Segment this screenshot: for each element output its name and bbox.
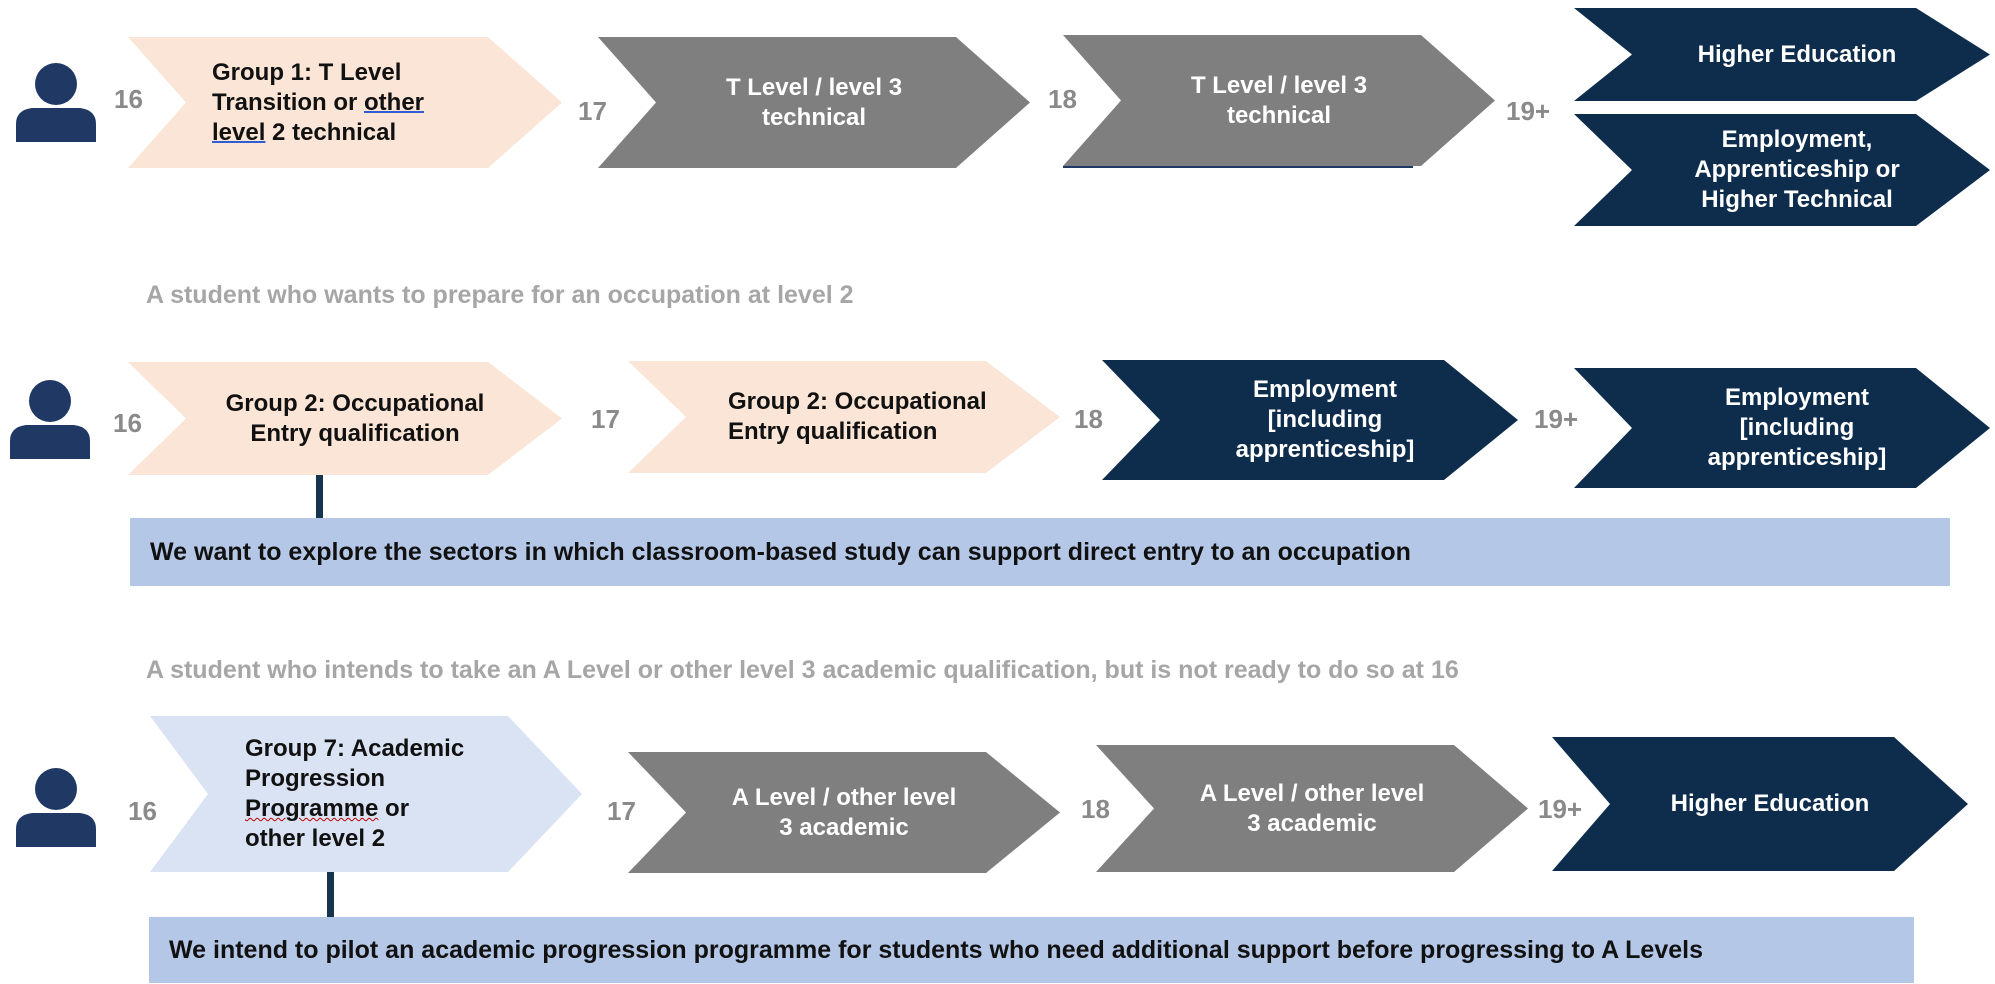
- person-icon: [16, 768, 96, 847]
- step-text-line: Higher Education: [1670, 790, 1870, 817]
- step-group2-occupational-entry-17: Group 2: Occupational Entry qualificatio…: [628, 361, 1060, 473]
- step-text-line: Employment,: [1721, 126, 1873, 153]
- step-text-line: Group 2: Occupational: [728, 388, 987, 415]
- step-employment-including-apprenticeship-19: Employment [including apprenticeship]: [1574, 368, 1990, 488]
- age-label-16: 16: [128, 796, 157, 826]
- step-text-line: apprenticeship]: [1235, 436, 1415, 463]
- step-text-line: Programme or: [245, 795, 410, 822]
- age-label-17: 17: [591, 404, 620, 434]
- age-label-19-plus: 19+: [1534, 404, 1579, 434]
- age-label-17: 17: [578, 96, 607, 126]
- step-text-line: T Level / level 3: [725, 73, 903, 101]
- age-label-19-plus: 19+: [1538, 794, 1583, 824]
- step-text-line: technical: [1226, 101, 1332, 129]
- step-text-line: Group 2: Occupational: [225, 389, 485, 417]
- note-banner-academic-pilot: We intend to pilot an academic progressi…: [149, 917, 1914, 983]
- step-text-line: Transition or other: [212, 88, 425, 116]
- row-caption-occupation-level2: A student who wants to prepare for an oc…: [146, 281, 854, 309]
- step-a-level-academic-17: A Level / other level 3 academic: [628, 752, 1060, 873]
- connector-line: [316, 475, 323, 520]
- note-banner-sector-exploration: We want to explore the sectors in which …: [130, 518, 1950, 586]
- step-text-line: Employment: [1252, 376, 1397, 403]
- step-text-line: level 2 technical: [212, 118, 397, 146]
- row-caption-a-level-not-ready: A student who intends to take an A Level…: [146, 656, 1459, 684]
- age-label-19-plus: 19+: [1506, 96, 1551, 126]
- step-text-line: T Level / level 3: [1190, 71, 1368, 99]
- age-label-16: 16: [113, 408, 142, 438]
- step-higher-education-row1: Higher Education: [1574, 8, 1990, 101]
- step-group1-t-level-transition: Group 1: T Level Transition or other lev…: [128, 37, 562, 168]
- step-text-line: technical: [761, 103, 867, 131]
- step-text-line: Entry qualification: [250, 419, 460, 447]
- step-text-line: [including: [1739, 414, 1855, 441]
- step-text-line: 3 academic: [779, 813, 909, 841]
- step-higher-education-row3: Higher Education: [1552, 737, 1968, 871]
- step-text-line: 3 academic: [1247, 809, 1377, 837]
- step-text-line: Progression: [245, 765, 386, 792]
- step-text-line: Group 7: Academic: [245, 735, 465, 762]
- step-t-level-technical-17: T Level / level 3 technical: [598, 37, 1030, 168]
- step-text-line: Higher Technical: [1701, 186, 1893, 213]
- step-group2-occupational-entry-16: Group 2: Occupational Entry qualificatio…: [128, 362, 562, 475]
- person-icon: [16, 63, 96, 142]
- step-text-line: Employment: [1724, 384, 1869, 411]
- person-icon: [10, 380, 90, 459]
- age-label-16: 16: [114, 84, 143, 114]
- underline-rule: [1063, 166, 1413, 168]
- step-text-line: Group 1: T Level: [212, 58, 402, 86]
- connector-line: [327, 872, 334, 918]
- step-text-line: Apprenticeship or: [1694, 156, 1900, 183]
- step-employment-including-apprenticeship-18: Employment [including apprenticeship]: [1102, 360, 1518, 480]
- step-text-line: Higher Education: [1697, 40, 1897, 68]
- step-text-line: [including: [1267, 406, 1383, 433]
- age-label-17: 17: [607, 796, 636, 826]
- age-label-18: 18: [1048, 84, 1077, 114]
- age-label-18: 18: [1074, 404, 1103, 434]
- step-text-line: A Level / other level: [731, 783, 957, 811]
- step-text-line: Entry qualification: [728, 418, 938, 445]
- age-label-18: 18: [1081, 794, 1110, 824]
- step-text-line: other level 2: [245, 825, 386, 852]
- step-group7-academic-progression: Group 7: Academic Progression Programme …: [150, 716, 582, 872]
- step-t-level-technical-18: T Level / level 3 technical: [1063, 35, 1495, 166]
- step-a-level-academic-18: A Level / other level 3 academic: [1096, 745, 1528, 872]
- step-text-line: apprenticeship]: [1707, 444, 1887, 471]
- step-employment-apprenticeship-higher-technical: Employment, Apprenticeship or Higher Tec…: [1574, 114, 1990, 226]
- step-text-line: A Level / other level: [1199, 779, 1425, 807]
